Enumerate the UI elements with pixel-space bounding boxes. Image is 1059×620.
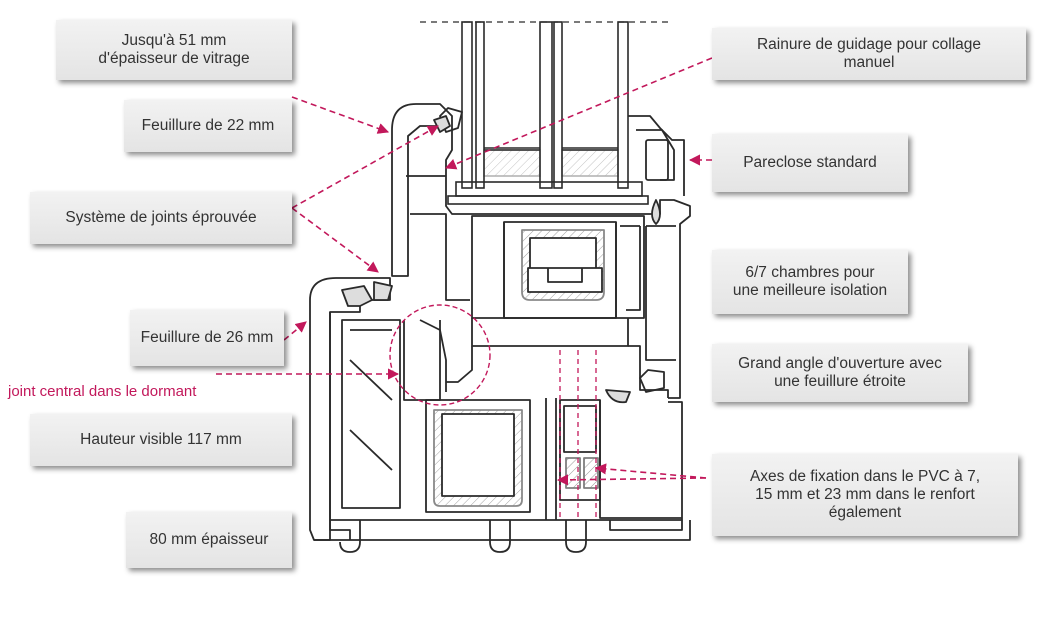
arrow-rebate-22 [291, 96, 390, 134]
arrow-rebate-26 [283, 321, 307, 341]
callout-fixing-axes: Axes de fixation dans le PVC à 7, 15 mm … [712, 454, 1018, 536]
label-center-gasket: joint central dans le dormant [8, 383, 197, 400]
callout-guide-groove: Rainure de guidage pour collage manuel [712, 28, 1026, 80]
callout-rebate-22: Feuillure de 22 mm [124, 100, 292, 152]
glazing-unit [420, 21, 670, 205]
arrow-gasket-lower [291, 207, 379, 273]
callout-visible-height: Hauteur visible 117 mm [30, 414, 292, 466]
callout-arrows [216, 57, 713, 486]
fixing-axes-dashes [559, 350, 597, 520]
arrow-gasket-upper [291, 125, 439, 209]
callout-thickness-80: 80 mm épaisseur [126, 512, 292, 568]
arrow-fixing-lower [556, 474, 707, 486]
callout-glazing-thickness: Jusqu'à 51 mm d'épaisseur de vitrage [56, 20, 292, 80]
arrow-fixing-upper [594, 463, 707, 479]
callout-chambers: 6/7 chambres pour une meilleure isolatio… [712, 250, 908, 314]
frame-profile [309, 277, 691, 553]
sash-profile [391, 103, 691, 404]
arrow-guide-groove [444, 57, 713, 170]
callout-gasket-system: Système de joints éprouvée [30, 192, 292, 244]
callout-rebate-26: Feuillure de 26 mm [130, 310, 284, 366]
callout-opening-angle: Grand angle d'ouverture avec une feuillu… [712, 344, 968, 402]
center-gasket-highlight-circle [389, 304, 491, 406]
callout-standard-bead: Pareclose standard [712, 134, 908, 192]
